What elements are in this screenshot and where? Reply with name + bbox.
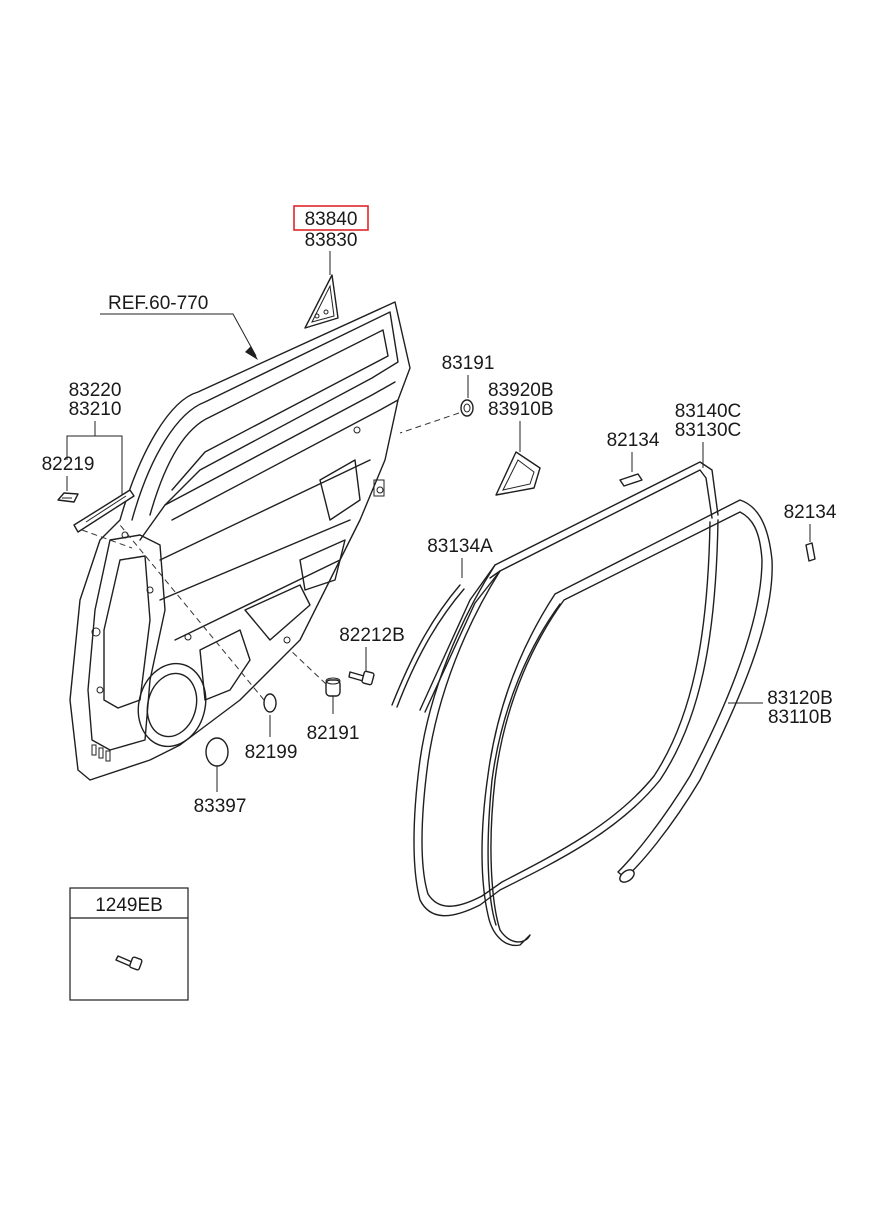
clip-82134-b-part <box>805 542 816 562</box>
plug-82199-part <box>263 693 277 713</box>
label-83110b[interactable]: 83110B <box>768 707 832 728</box>
label-83191[interactable]: 83191 <box>442 353 495 374</box>
legend-box: 1249EB <box>69 887 189 1001</box>
label-ref: REF.60-770 <box>108 293 208 314</box>
clip-82219-part <box>57 492 79 503</box>
label-83910b[interactable]: 83910B <box>488 399 554 420</box>
label-83840[interactable]: 83840 <box>305 209 358 230</box>
dash-82191 <box>289 649 327 685</box>
glass-run-83134a-part <box>391 584 465 708</box>
label-83134a[interactable]: 83134A <box>427 536 493 557</box>
label-83830[interactable]: 83830 <box>305 230 358 251</box>
label-83210[interactable]: 83210 <box>69 399 122 420</box>
arrowhead-ref <box>245 346 258 360</box>
dash-83220 <box>81 529 133 549</box>
label-83920b[interactable]: 83920B <box>488 380 554 401</box>
clip-82134-a-part <box>619 473 643 487</box>
label-82199[interactable]: 82199 <box>245 742 298 763</box>
label-82219[interactable]: 82219 <box>42 454 95 475</box>
label-82134-b[interactable]: 82134 <box>784 502 837 523</box>
seal-83397-part <box>205 737 229 767</box>
dash-82199 <box>119 524 265 701</box>
legend-code[interactable]: 1249EB <box>95 895 163 916</box>
label-83130c[interactable]: 83130C <box>675 420 742 441</box>
label-82212b[interactable]: 82212B <box>339 625 405 646</box>
label-83120b[interactable]: 83120B <box>767 688 833 709</box>
garnish-83920b-part <box>495 451 541 496</box>
highlight-box <box>293 205 369 231</box>
label-83140c[interactable]: 83140C <box>675 401 742 422</box>
dash-83191 <box>399 412 460 434</box>
delta-garnish-part <box>304 274 339 329</box>
bushing-82191-part <box>325 677 341 697</box>
label-82191[interactable]: 82191 <box>307 723 360 744</box>
bolt-82212b-part <box>348 670 375 686</box>
belt-strip-83220-part <box>73 489 135 533</box>
leader-ref <box>100 313 257 357</box>
door-panel-part <box>69 301 411 781</box>
label-83220[interactable]: 83220 <box>69 380 122 401</box>
screw-icon <box>115 955 143 971</box>
clip-83191-part <box>460 399 474 417</box>
label-82134-a[interactable]: 82134 <box>607 430 660 451</box>
door-weatherstrip-part <box>413 499 773 947</box>
door-frame-weatherstrip-part <box>419 461 719 713</box>
label-83397[interactable]: 83397 <box>194 796 247 817</box>
